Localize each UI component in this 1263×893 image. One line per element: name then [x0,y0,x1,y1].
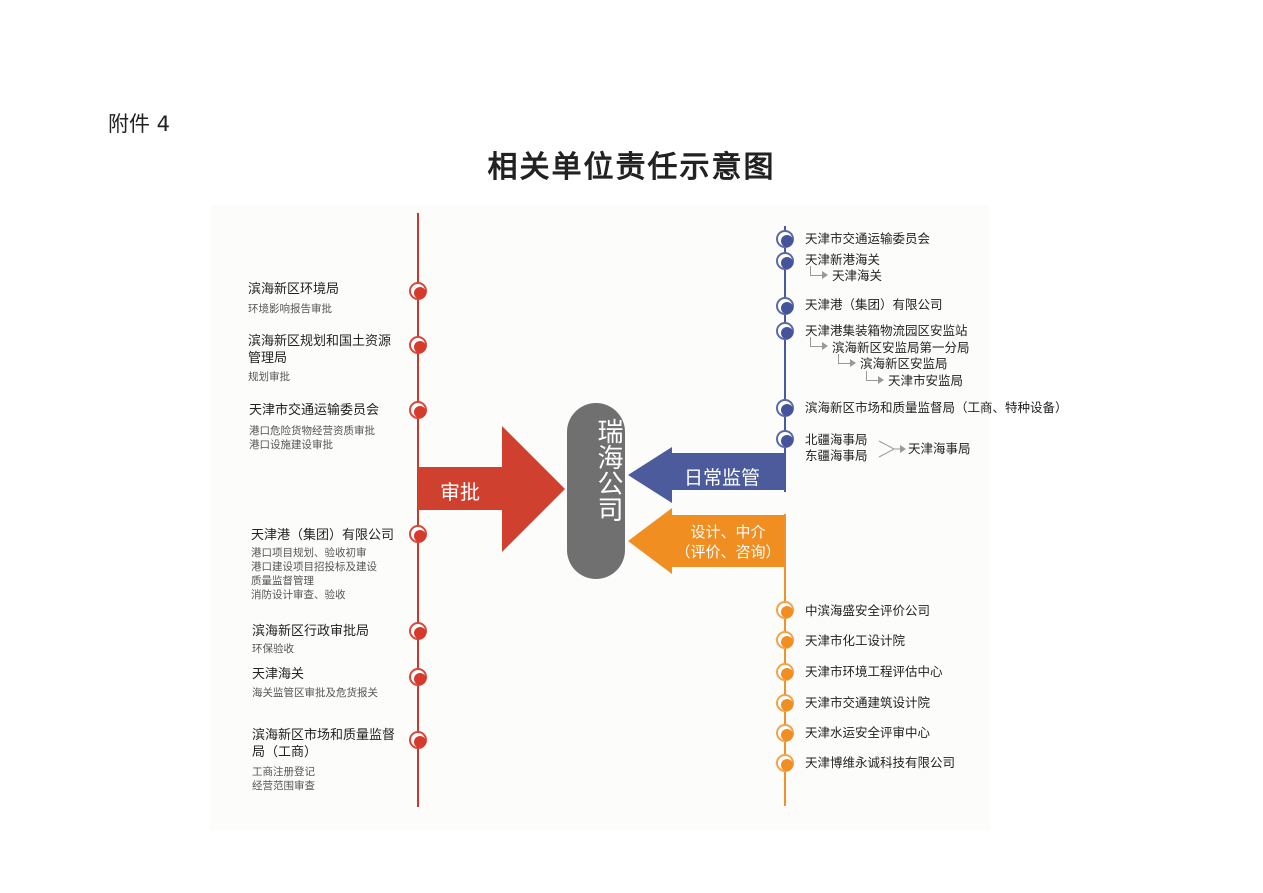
merge-arrow-icon [878,440,906,458]
approval-unit-name: 滨海新区行政审批局 [252,624,370,639]
approval-unit-desc: 港口设施建设审批 [249,439,333,451]
design-timeline [784,514,786,806]
approval-unit-name: 滨海新区环境局 [248,282,340,297]
supervision-node-dot [776,322,794,340]
approval-arrow [418,426,565,552]
supervision-arrow [628,447,784,503]
chain-arrow-icon [822,271,828,279]
approval-unit-desc: 工商注册登记 [252,766,315,778]
approval-node-dot [409,525,427,543]
center-company-pill [567,403,625,579]
supervision-unit-name: 滨海新区市场和质量监督局（工商、特种设备） [805,400,1068,415]
approval-unit: 滨海新区行政审批局 环保验收 [252,623,402,656]
approval-node-dot [409,622,427,640]
design-node-dot [776,694,794,712]
approval-unit-desc: 质量监督管理 [251,575,314,587]
approval-node-dot [409,731,427,749]
supervision-unit-name: 天津新港海关 [805,252,881,267]
design-arrow-label-line1: 设计、中介 [690,523,766,541]
supervision-unit-name: 天津港（集团）有限公司 [805,297,943,312]
approval-node-dot [409,336,427,354]
design-arrow-label: 设计、中介 （评价、咨询） [666,522,790,562]
design-unit-name: 天津市环境工程评估中心 [805,664,943,679]
supervision-merge-target: 天津海事局 [908,441,971,456]
supervision-unit-name: 北疆海事局 [805,432,868,447]
approval-unit: 天津海关 海关监管区审批及危货报关 [252,666,412,700]
supervision-chain-item: 滨海新区安监局 [860,356,948,371]
approval-unit-name: 滨海新区规划和国土资源管理局 [248,334,392,366]
supervision-unit-name-2: 东疆海事局 [805,448,868,463]
approval-unit-desc: 经营范围审查 [252,780,315,792]
approval-node-dot [409,668,427,686]
design-arrow [628,508,784,574]
approval-unit-name: 天津港（集团）有限公司 [251,528,395,543]
approval-unit-desc: 港口危险货物经营资质审批 [249,425,375,437]
approval-unit-desc: 环保验收 [252,643,294,655]
supervision-node-dot [776,399,794,417]
approval-unit-name: 天津海关 [252,667,305,682]
supervision-arrow-label: 日常监管 [684,467,761,489]
approval-unit-desc: 海关监管区审批及危货报关 [252,687,378,699]
approval-unit: 天津港（集团）有限公司 港口项目规划、验收初审 港口建设项目招投标及建设 质量监… [251,527,411,602]
design-unit-name: 天津市交通建筑设计院 [805,695,931,710]
chain-connector [810,337,823,347]
approval-unit-desc: 港口建设项目招投标及建设 [251,561,377,573]
approval-unit-desc: 消防设计审查、验收 [251,589,346,601]
supervision-chain-item: 天津市安监局 [888,373,964,388]
approval-unit: 滨海新区市场和质量监督局（工商） 工商注册登记 经营范围审查 [252,727,400,793]
approval-unit-desc: 规划审批 [248,371,290,383]
attachment-label: 附件 4 [108,112,171,136]
approval-node-dot [409,401,427,419]
design-unit-name: 天津市化工设计院 [805,633,906,648]
design-unit-name: 天津博维永诚科技有限公司 [805,755,956,770]
chain-arrow-icon [850,359,856,367]
supervision-timeline [784,226,786,492]
approval-unit: 滨海新区规划和国土资源管理局 规划审批 [248,333,398,384]
design-node-dot [776,631,794,649]
supervision-unit-name: 天津市交通运输委员会 [805,231,931,246]
page-title: 相关单位责任示意图 [487,150,776,185]
supervision-node-dot [776,230,794,248]
approval-node-dot [409,282,427,300]
design-unit-name: 天津水运安全评审中心 [805,725,931,740]
design-node-dot [776,601,794,619]
design-unit-name: 中滨海盛安全评价公司 [805,603,931,618]
supervision-node-dot [776,430,794,448]
approval-unit-desc: 环境影响报告审批 [248,303,332,315]
design-arrow-label-line2: （评价、咨询） [675,543,781,561]
chain-arrow-icon [822,342,828,350]
design-node-dot [776,663,794,681]
design-node-dot [776,754,794,772]
supervision-node-dot [776,252,794,270]
approval-unit: 天津市交通运输委员会 港口危险货物经营资质审批 港口设施建设审批 [249,402,409,452]
supervision-chain-item: 天津海关 [832,268,883,283]
approval-unit-name: 滨海新区市场和质量监督局（工商） [252,728,396,760]
chain-connector [838,354,851,364]
design-node-dot [776,724,794,742]
approval-arrow-label: 审批 [440,480,480,504]
chain-connector [810,266,823,276]
supervision-unit-name: 天津港集装箱物流园区安监站 [805,323,968,338]
center-company-label: 瑞海公司 [593,418,623,522]
approval-unit-name: 天津市交通运输委员会 [249,403,380,418]
chain-connector [866,371,879,381]
supervision-node-dot [776,297,794,315]
chain-arrow-icon [878,376,884,384]
approval-unit-desc: 港口项目规划、验收初审 [251,547,367,559]
supervision-chain-item: 滨海新区安监局第一分局 [832,340,970,355]
approval-unit: 滨海新区环境局 环境影响报告审批 [248,281,408,316]
